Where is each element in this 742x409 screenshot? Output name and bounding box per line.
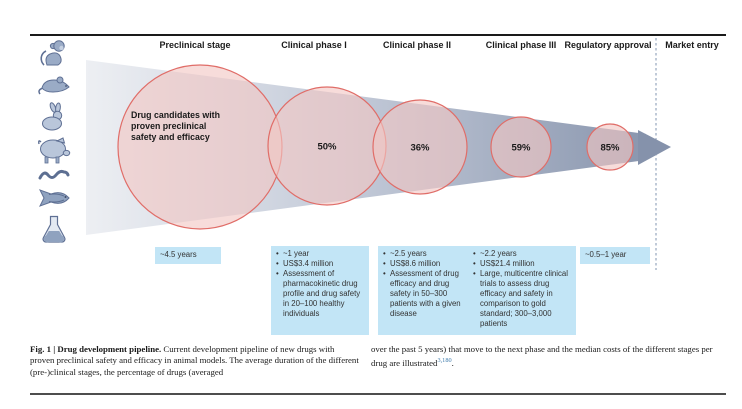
- info-bullet: US$8.6 million: [383, 259, 469, 269]
- arrowhead: [638, 130, 671, 165]
- approval-pass-rate: 85%: [600, 142, 620, 154]
- caption-period: .: [451, 358, 454, 369]
- info-bullet: Assessment of drug efficacy and drug saf…: [383, 269, 469, 319]
- zebrafish-icon: [38, 189, 70, 207]
- flask-icon: [42, 215, 66, 243]
- citation-link[interactable]: 3,180: [437, 357, 452, 365]
- phase2-bullet-list: ~2.5 years US$8.6 million Assessment of …: [383, 249, 469, 319]
- phase3-bullet-list: ~2.2 years US$21.4 million Large, multic…: [473, 249, 571, 329]
- stage-label-market-entry: Market entry: [665, 40, 719, 50]
- phase3-info-box: ~2.2 years US$21.4 million Large, multic…: [468, 246, 576, 335]
- rat-icon: [38, 76, 70, 95]
- phase2-pass-rate: 36%: [410, 142, 430, 154]
- info-bullet: ~2.2 years: [473, 249, 571, 259]
- preclinical-circle-label: Drug candidates with proven preclinical …: [131, 110, 220, 142]
- preclinical-duration-box: ~4.5 years: [155, 247, 221, 264]
- regulatory-duration: ~0.5–1 year: [585, 250, 627, 259]
- caption-text-left: Current development pipeline of new drug…: [30, 344, 359, 377]
- worm-icon: [38, 169, 70, 180]
- stage-label-clinical-phase-3: Clinical phase III: [485, 40, 557, 50]
- caption-right-column: over the past 5 years) that move to the …: [371, 344, 719, 370]
- phase3-pass-rate: 59%: [511, 142, 531, 154]
- info-bullet: ~2.5 years: [383, 249, 469, 259]
- phase2-info-box: ~2.5 years US$8.6 million Assessment of …: [378, 246, 474, 335]
- regulatory-duration-box: ~0.5–1 year: [580, 247, 650, 264]
- phase1-bullet-list: ~1 year US$3.4 million Assessment of pha…: [276, 249, 364, 319]
- info-bullet: Large, multicentre clinical trials to as…: [473, 269, 571, 329]
- top-rule: [30, 34, 726, 36]
- rabbit-icon: [42, 102, 63, 131]
- info-bullet: US$21.4 million: [473, 259, 571, 269]
- preclinical-circle: [117, 64, 283, 230]
- stage-label-regulatory-approval: Regulatory approval: [564, 40, 652, 50]
- monkey-icon: [40, 40, 65, 66]
- figure-label: Fig. 1 | Drug development pipeline.: [30, 344, 162, 354]
- pig-icon: [38, 137, 71, 164]
- stage-label-preclinical: Preclinical stage: [159, 40, 231, 50]
- info-bullet: Assessment of pharmacokinetic drug profi…: [276, 269, 364, 319]
- caption-left-column: Fig. 1 | Drug development pipeline. Curr…: [30, 344, 360, 378]
- bottom-rule: [30, 393, 726, 395]
- info-bullet: ~1 year: [276, 249, 364, 259]
- animal-models-column: [33, 38, 75, 244]
- funnel-shape: [86, 60, 646, 235]
- stage-label-clinical-phase-2: Clinical phase II: [382, 40, 452, 50]
- stage-label-clinical-phase-1: Clinical phase I: [281, 40, 347, 50]
- caption-text-right: over the past 5 years) that move to the …: [371, 344, 713, 369]
- preclinical-duration: ~4.5 years: [160, 250, 197, 259]
- phase1-info-box: ~1 year US$3.4 million Assessment of pha…: [271, 246, 369, 335]
- phase1-pass-rate: 50%: [317, 141, 337, 153]
- info-bullet: US$3.4 million: [276, 259, 364, 269]
